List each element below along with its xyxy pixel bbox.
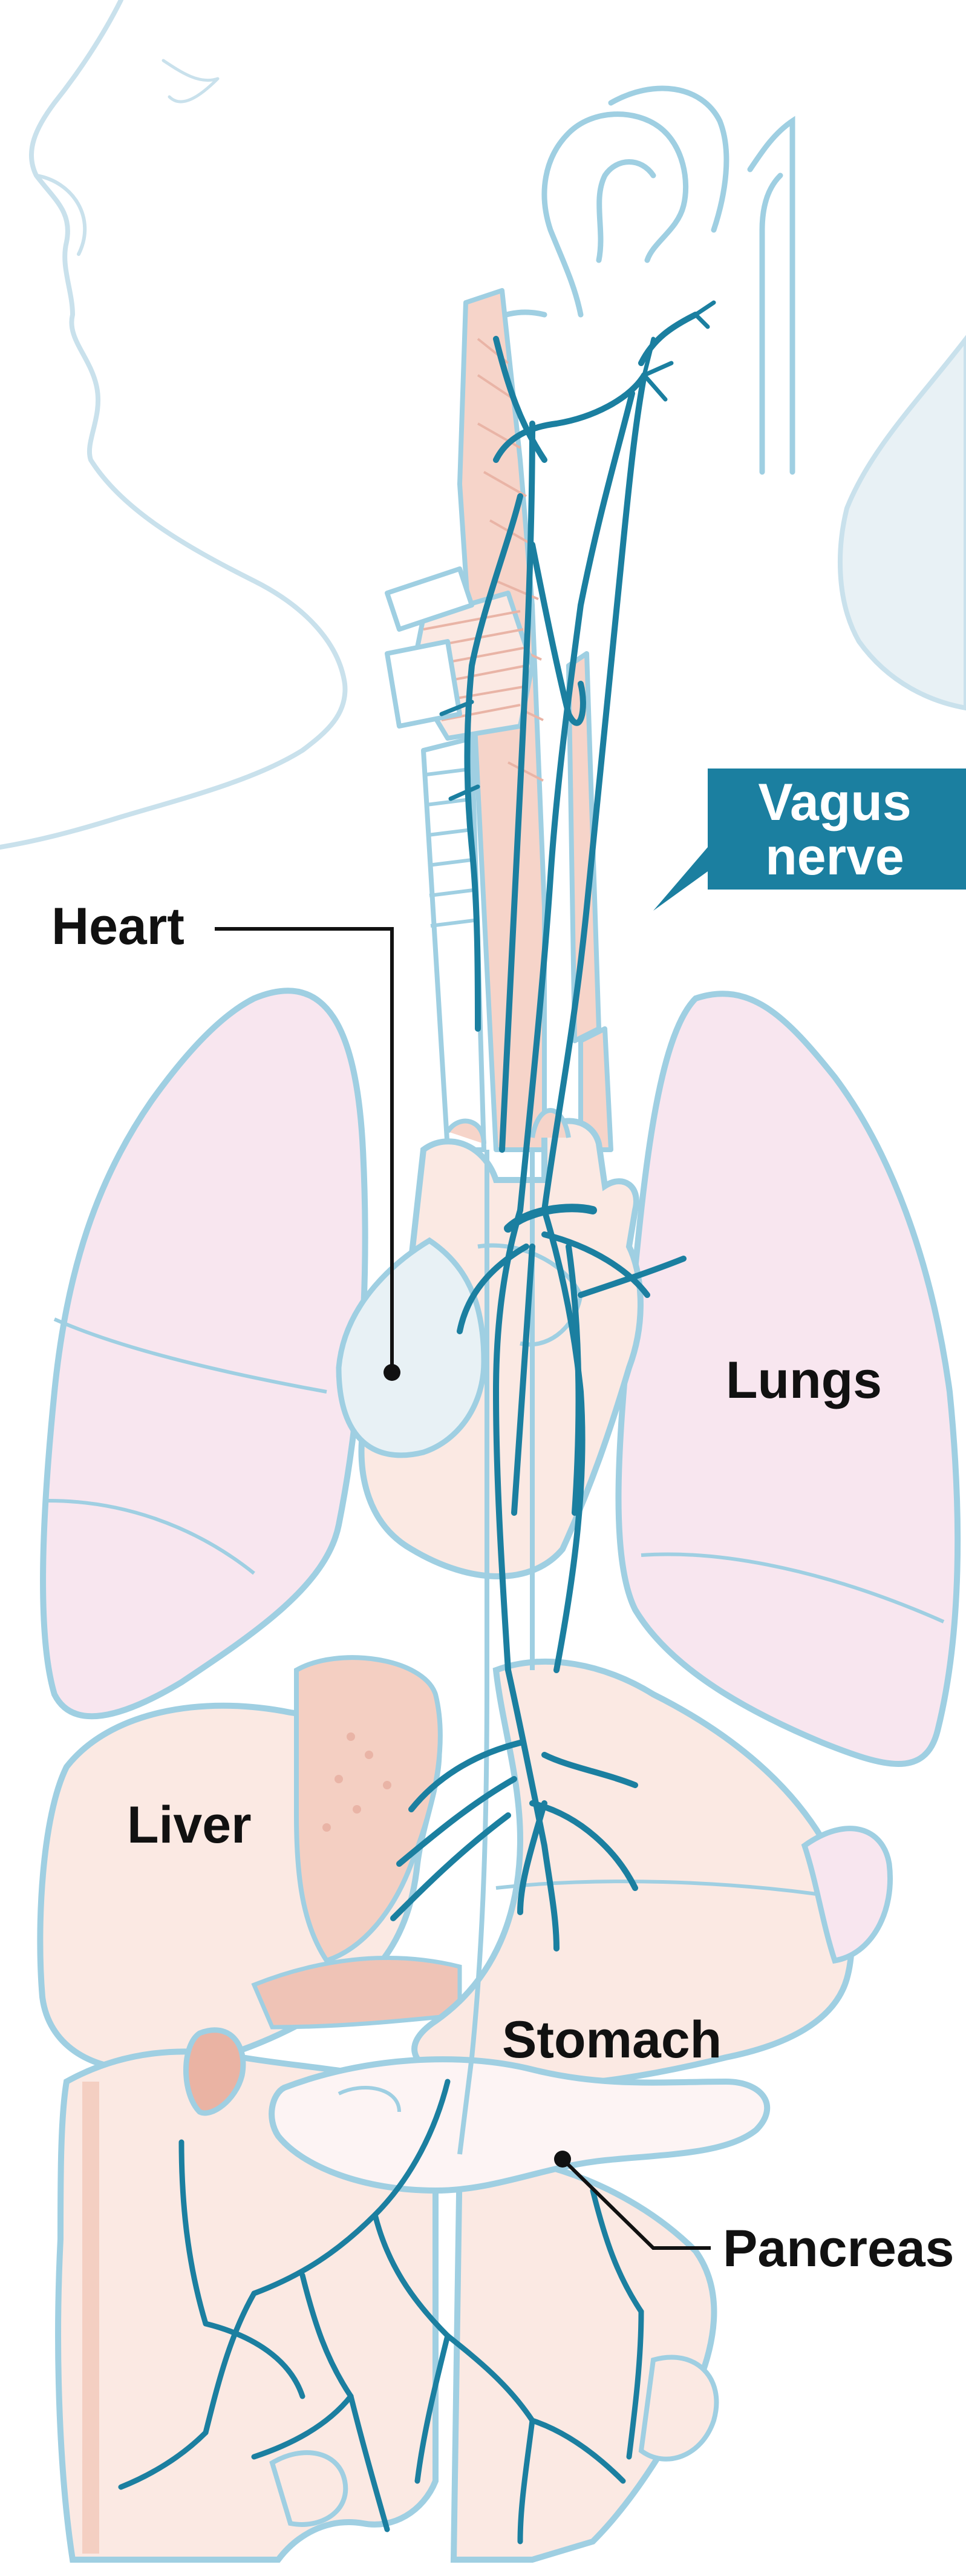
heart-leader-dot	[383, 1364, 400, 1381]
liver-label: Liver	[127, 1796, 252, 1854]
pancreas	[272, 2059, 767, 2191]
vagus-nerve-callout: Vagus nerve	[653, 769, 966, 911]
stomach-label: Stomach	[502, 2011, 722, 2069]
head-profile-right	[840, 339, 966, 708]
vagus-label-line2: nerve	[765, 828, 904, 886]
vagus-label-line1: Vagus	[758, 773, 911, 831]
left-lung	[43, 991, 365, 1716]
heart-label: Heart	[51, 897, 184, 955]
head-profile-left	[0, 0, 345, 847]
lungs-label: Lungs	[726, 1351, 882, 1409]
pancreas-label: Pancreas	[723, 2220, 955, 2278]
heart	[339, 1110, 641, 1576]
